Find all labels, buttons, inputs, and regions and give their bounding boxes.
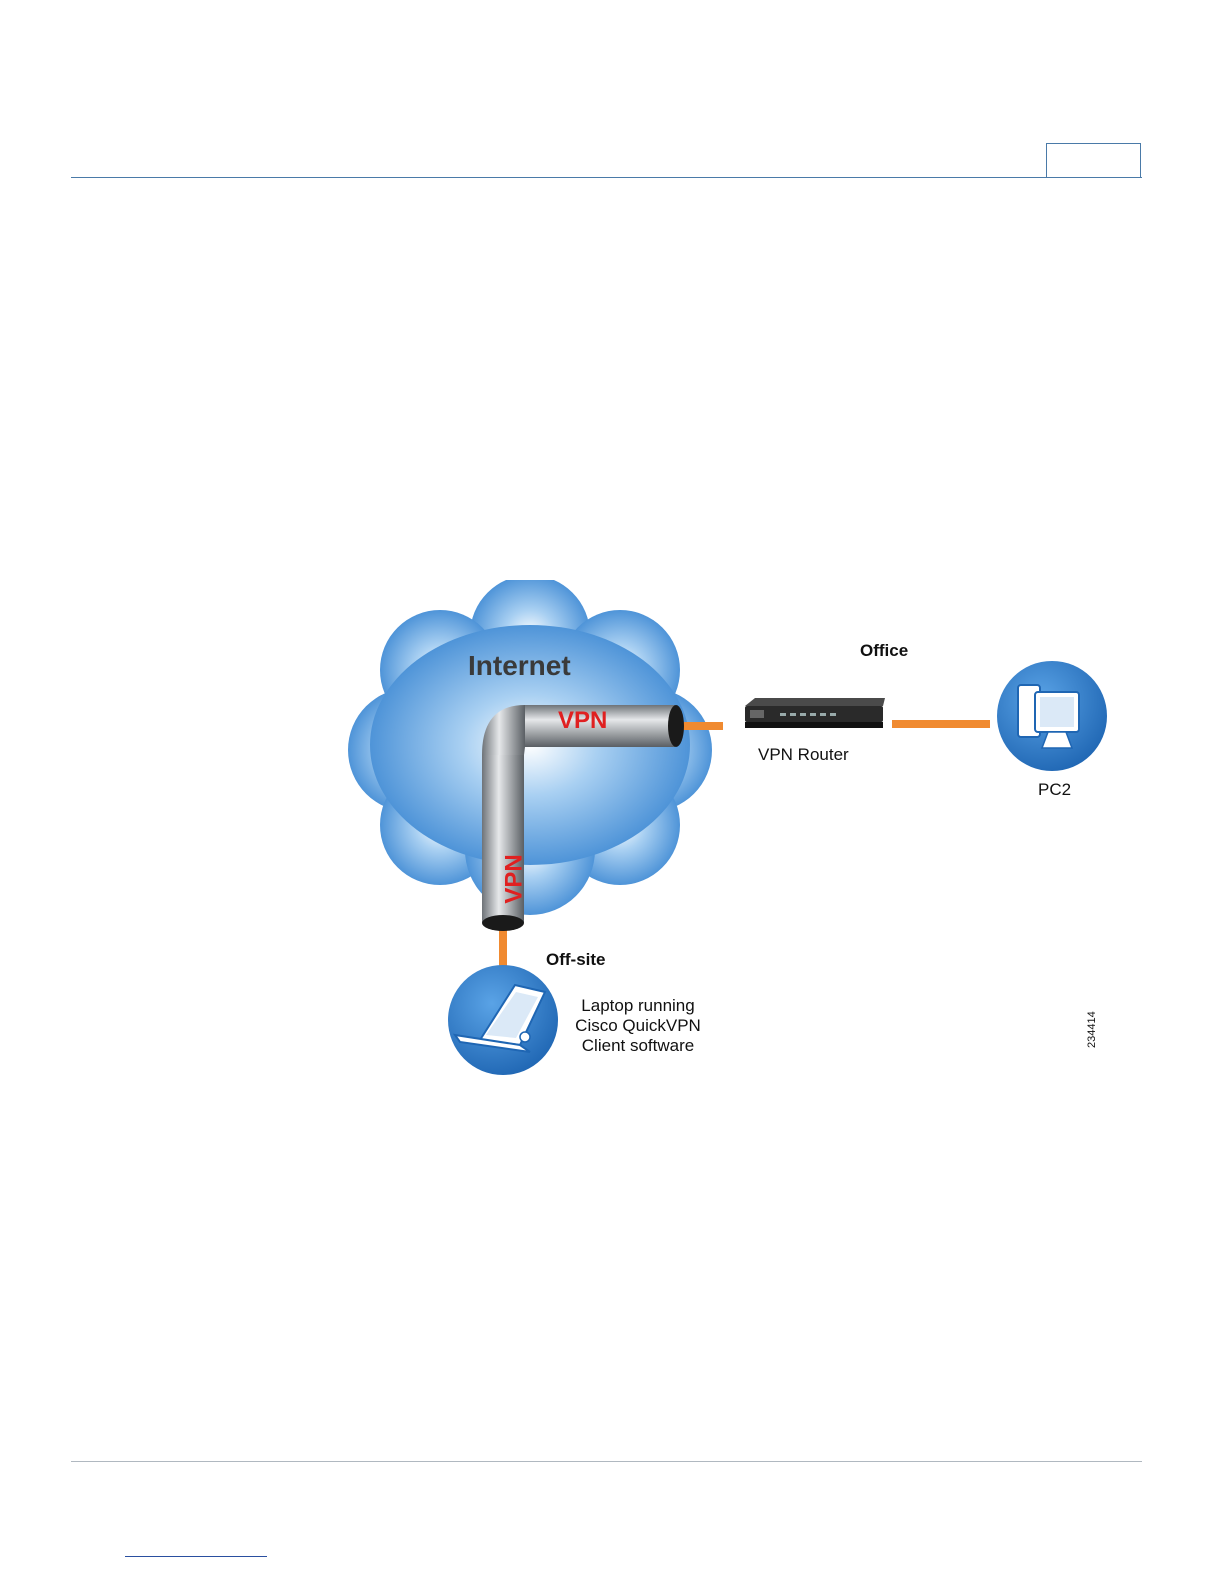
office-label: Office <box>860 641 908 661</box>
offsite-label: Off-site <box>546 950 606 970</box>
vpn-tunnel-label-vertical: VPN <box>501 854 529 903</box>
vpn-network-diagram: Internet VPN VPN Office VPN Router PC2 O… <box>330 580 1120 1080</box>
laptop-label: Laptop running Cisco QuickVPN Client sof… <box>568 996 708 1056</box>
header-tab-box <box>1046 143 1141 177</box>
header-rule <box>71 177 1142 178</box>
pc-icon <box>997 661 1107 771</box>
pc2-label: PC2 <box>1038 780 1071 800</box>
vpn-router-label: VPN Router <box>758 745 849 765</box>
internet-cloud <box>348 580 712 915</box>
laptop-icon <box>448 965 558 1075</box>
footer-rule <box>71 1461 1142 1462</box>
vpn-tunnel-label-horizontal: VPN <box>558 707 607 735</box>
footer-link-underline[interactable] <box>125 1556 267 1557</box>
figure-id: 234414 <box>1086 1011 1098 1048</box>
diagram-graphics <box>330 580 1120 1080</box>
vpn-router-icon <box>745 698 885 728</box>
internet-label: Internet <box>468 650 571 682</box>
